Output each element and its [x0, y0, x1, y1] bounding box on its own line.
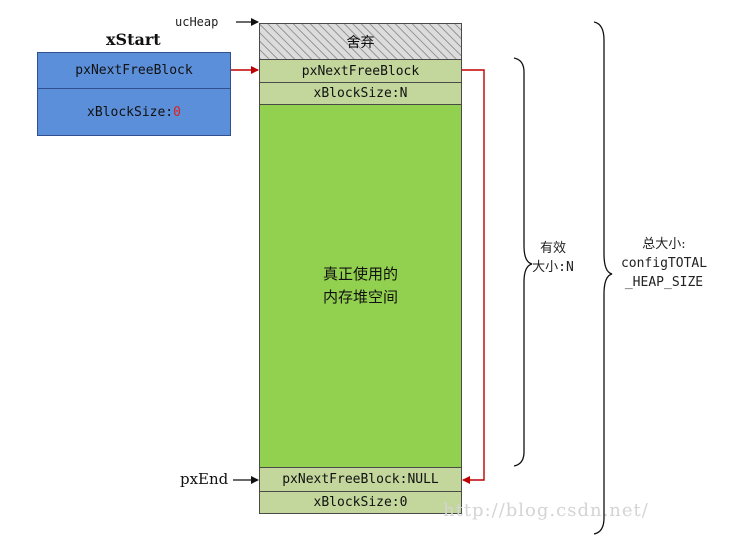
free-list-arrow: [462, 69, 485, 484]
xstart-block-size-cell: xBlockSize:0: [37, 88, 231, 136]
pxend-label: pxEnd: [180, 470, 229, 488]
heap-end-next-free-text: pxNextFreeBlock:NULL: [282, 472, 439, 487]
effective-size-label: 有效 大小:N: [523, 240, 583, 278]
xstart-next-free-cell: pxNextFreeBlock: [37, 52, 231, 89]
usable-heap-line2: 内存堆空间: [322, 288, 398, 306]
usable-heap-region: 真正使用的 内存堆空间: [259, 104, 462, 468]
effective-size-line2: 大小:N: [532, 259, 574, 275]
effective-size-line1: 有效: [539, 241, 566, 256]
heap-first-next-free-text: pxNextFreeBlock: [301, 63, 420, 79]
xstart-next-free-text: pxNextFreeBlock: [75, 63, 193, 78]
total-size-line3: _HEAP_SIZE: [624, 274, 704, 290]
usable-heap-label: 真正使用的 内存堆空间: [323, 263, 398, 310]
ucheap-label: ucHeap: [175, 15, 219, 29]
total-size-label: 总大小: configTOTAL _HEAP_SIZE: [612, 236, 716, 293]
xstart-label: xStart: [106, 30, 161, 49]
total-size-line2: configTOTAL: [620, 255, 708, 271]
usable-heap-line1: 真正使用的: [322, 264, 398, 283]
discarded-region: 舍弃: [259, 23, 462, 60]
heap-end-block-size-cell: xBlockSize:0: [259, 491, 462, 514]
total-size-line1: 总大小:: [642, 237, 686, 252]
total-size-brace: [593, 21, 613, 535]
xstart-block-size-value: 0: [173, 104, 181, 120]
discarded-label: 舍弃: [346, 34, 375, 51]
xstart-block-size-prefix: xBlockSize:: [87, 104, 174, 120]
heap-end-block-size-text: xBlockSize:0: [313, 495, 408, 510]
heap-first-next-free-cell: pxNextFreeBlock: [259, 59, 462, 83]
watermark: http://blog.csdn.net/: [443, 500, 649, 521]
effective-size-brace: [513, 57, 533, 467]
heap-first-block-size-text: xBlockSize:N: [313, 86, 408, 101]
